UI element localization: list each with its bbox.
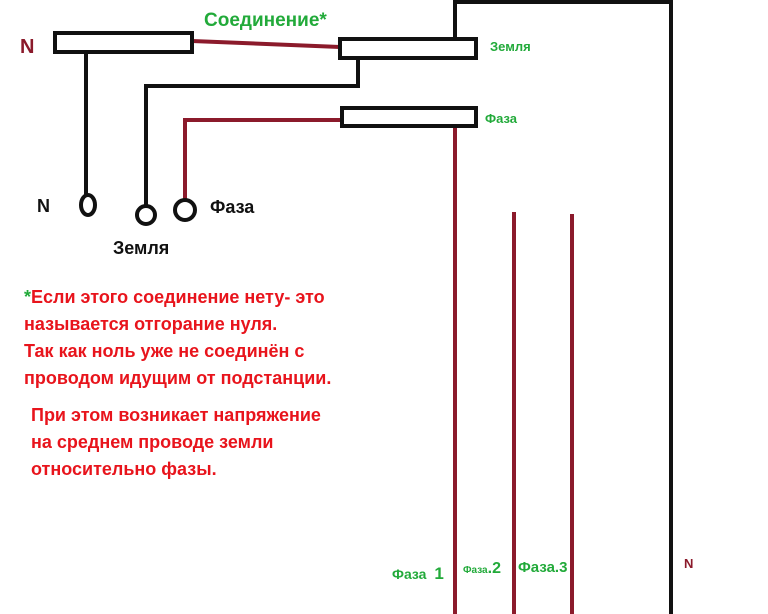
note-line-1-text: Если этого соединение нету- это — [31, 287, 325, 307]
phase-terminal-label: Фаза — [210, 197, 255, 217]
n-bar — [53, 31, 194, 54]
phase2-text: Фаза — [463, 565, 488, 576]
note-star: * — [24, 287, 32, 307]
note-line-3: Так как ноль уже не соединён с — [24, 341, 305, 361]
phase-terminal-wire — [183, 118, 342, 204]
ground-terminal-label: Земля — [113, 238, 170, 258]
n-terminal — [79, 193, 97, 217]
note-line-6: на среднем проводе земли — [31, 432, 274, 452]
phase1-label: Фаза 1 — [392, 564, 444, 584]
ground-terminal — [135, 204, 157, 226]
n-terminal-label: N — [37, 196, 50, 216]
ground-bar-wire — [144, 58, 360, 208]
phase-bar-label: Фаза — [485, 111, 518, 126]
explanation-note: *Если этого соединение нету- это называе… — [24, 284, 331, 392]
neutral-line-top — [453, 0, 673, 614]
phase2-label: Фаза.2 — [463, 560, 501, 578]
note-line-7: относительно фазы. — [31, 459, 217, 479]
connection-wire — [191, 39, 341, 49]
n-bottom-label: N — [684, 556, 694, 571]
phase-bar — [340, 106, 478, 128]
phase-terminal — [173, 198, 197, 222]
phase3-label: Фаза.3 — [518, 559, 568, 576]
note-line-4: проводом идущим от подстанции. — [24, 368, 332, 388]
ground-bar — [338, 37, 478, 60]
connection-label: Соединение* — [204, 10, 327, 31]
note-line-1: *Если этого соединение нету- это — [24, 284, 331, 311]
note-line-5: При этом возникает напряжение — [31, 405, 321, 425]
ground-bar-label: Земля — [490, 39, 531, 54]
phase1-number: 1 — [434, 564, 444, 583]
phase1-text: Фаза — [392, 566, 427, 582]
voltage-note: При этом возникает напряжение на среднем… — [31, 402, 321, 483]
phase2-number: .2 — [487, 560, 501, 577]
note-line-2: называется отгорание нуля. — [24, 314, 278, 334]
n-top-label: N — [20, 36, 35, 58]
